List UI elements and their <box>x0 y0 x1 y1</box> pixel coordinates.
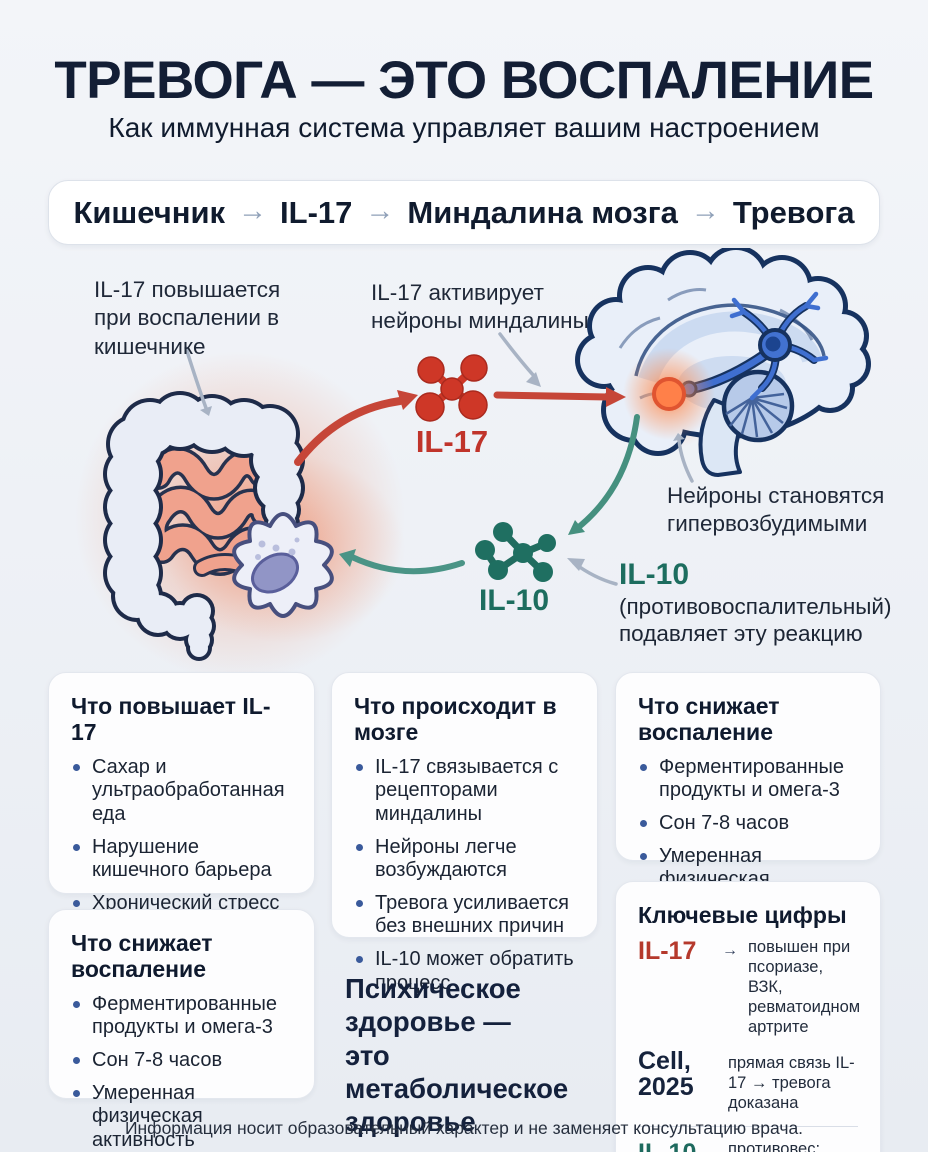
cerebellum-lines <box>725 392 788 438</box>
card-raises-il17: Что повышает IL-17 Сахар и ультраобработ… <box>48 672 315 946</box>
key-number-term: Cell, 2025 <box>638 1047 694 1102</box>
key-number-desc: прямая связь IL-17 → тревога доказана <box>728 1054 855 1113</box>
bullet-icon <box>640 820 647 828</box>
statement-text: Психическое здоровье — это метаболическо… <box>345 973 569 1138</box>
arrow-brain-to-il10 <box>568 414 640 535</box>
card-key-numbers: Ключевые цифры IL-17 → повышен при псори… <box>615 881 881 1152</box>
card-lowers-inflammation-bottom: Что снижает воспаление Ферментированные … <box>48 909 315 1151</box>
list-item: Нарушение кишечного барьера <box>71 836 292 883</box>
flow-step-anxiety: Тревога <box>732 194 855 230</box>
flow-arrow-icon: → <box>690 195 720 227</box>
list-item: IL-10 может обратить процесс <box>354 948 575 995</box>
bullet-icon <box>73 763 80 771</box>
flow-pill: Кишечник → IL-17 → Миндалина мозга → Тре… <box>48 180 880 245</box>
key-number-desc: противовес: снижает возбудимость нейроно… <box>728 1139 821 1152</box>
list-item: Тревога усиливается без внешних причин <box>354 892 575 939</box>
bullet-icon <box>73 1089 80 1097</box>
gut-note: IL-17 повышается при воспалении в кишечн… <box>94 277 281 359</box>
il10-molecule-label: IL-10 <box>478 584 550 617</box>
annotation-arrows <box>184 332 694 586</box>
list-item: Умеренная физическая активность <box>71 1082 292 1152</box>
card-title: Что происходит в мозге <box>354 693 557 746</box>
list-item: Сон 7-8 часов <box>638 812 858 836</box>
bullet-icon <box>356 763 363 771</box>
list-item: Сахар и ультраобработанная еда <box>71 756 292 827</box>
colon-illustration <box>103 391 305 661</box>
pathway-diagram: IL-17 повышается при воспалении в кишечн… <box>0 248 928 680</box>
flow-arrow-icon: → <box>238 195 268 227</box>
il17-molecule-icon <box>415 354 488 422</box>
arrow-icon: → <box>722 942 738 960</box>
key-number-term: IL-17 <box>638 937 697 966</box>
card-title: Что снижает воспаление <box>71 930 213 983</box>
il10-note-title: IL-10 <box>619 558 690 591</box>
neuron-illustration <box>680 291 829 401</box>
amygdala-highlight <box>623 348 715 440</box>
brain-illustration <box>575 248 871 477</box>
arrow-il10-to-cell <box>339 549 465 575</box>
card-title: Что снижает воспаление <box>638 693 780 746</box>
bullet-icon <box>356 899 363 907</box>
list-item: IL-17 связывается с рецепторами миндалин… <box>354 756 575 827</box>
card-title: Ключевые цифры <box>638 902 847 928</box>
list-item: Ферментированные продукты и омега-3 <box>71 993 292 1040</box>
key-number-desc: повышен при псориазе, ВЗК, ревматоидном … <box>748 938 861 1036</box>
page-title: ТРЕВОГА — ЭТО ВОСПАЛЕНИЕ <box>54 51 874 110</box>
flow-step-il17: IL-17 <box>280 194 353 230</box>
immune-cell-illustration <box>232 512 334 618</box>
list-item: Ферментированные продукты и омега-3 <box>638 756 858 803</box>
bullet-icon <box>73 899 80 907</box>
neurons-note: Нейроны становятся гипервозбудимыми <box>667 483 885 537</box>
il10-molecule-icon <box>475 522 556 582</box>
disclaimer-text: Информация носит образовательный характе… <box>124 1118 804 1138</box>
flow-step-gut: Кишечник <box>73 194 226 230</box>
list-item: Сон 7-8 часов <box>71 1049 292 1073</box>
arrow-il17-to-brain <box>493 387 626 407</box>
key-number-row: IL-10 противовес: снижает возбудимость н… <box>638 1140 858 1152</box>
il10-note: IL-10 (противовоспалительный) подавляет … <box>619 558 892 647</box>
bullet-icon <box>356 956 363 964</box>
pathway-artwork <box>75 248 871 680</box>
key-number-row: Cell, 2025 прямая связь IL-17 → тревога … <box>638 1048 858 1113</box>
list-item: Нейроны легче возбуждаются <box>354 836 575 883</box>
card-brain-effects: Что происходит в мозге IL-17 связывается… <box>331 672 598 994</box>
bullet-icon <box>356 843 363 851</box>
card-title: Что повышает IL-17 <box>71 693 271 746</box>
flow-step-amygdala: Миндалина мозга <box>407 194 678 230</box>
bullet-icon <box>640 763 647 771</box>
bullet-icon <box>73 843 80 851</box>
arrow-gut-to-il17 <box>294 390 418 466</box>
key-number-term: IL-10 <box>638 1140 718 1152</box>
list-item: Хронический стресс <box>71 892 292 916</box>
divider <box>638 1125 858 1127</box>
amygdala-note: IL-17 активирует нейроны миндалины <box>371 280 589 334</box>
bullet-icon <box>73 1000 80 1008</box>
il17-molecule-label: IL-17 <box>415 424 489 459</box>
card-lowers-inflammation-top: Что снижает воспаление Ферментированные … <box>615 672 881 914</box>
bullet-icon <box>73 1057 80 1065</box>
key-number-row: IL-17 → повышен при псориазе, ВЗК, ревма… <box>638 937 861 1037</box>
bullet-icon <box>640 852 647 860</box>
page-subtitle: Как иммунная система управляет вашим нас… <box>108 112 820 143</box>
flow-arrow-icon: → <box>365 195 395 227</box>
